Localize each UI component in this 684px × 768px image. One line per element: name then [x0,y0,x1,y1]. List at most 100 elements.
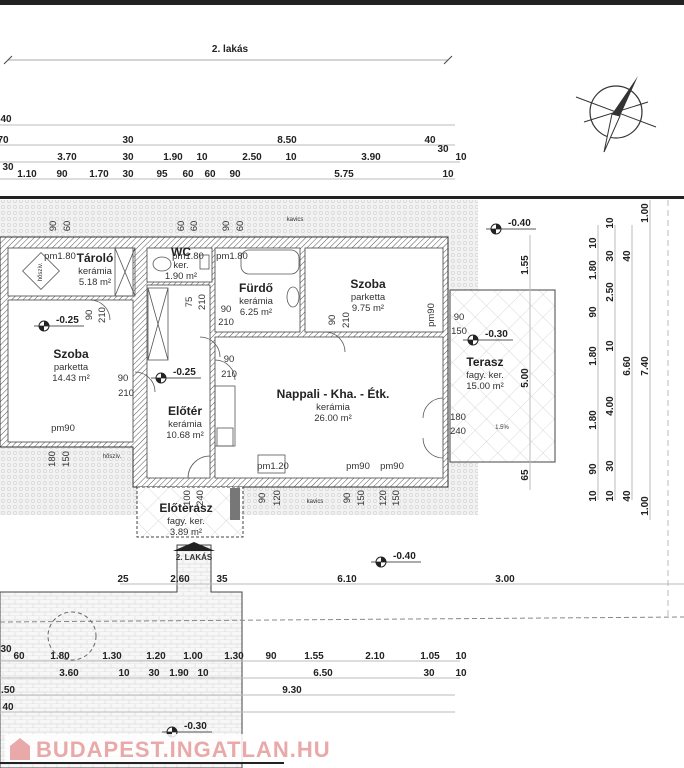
dimension-label: 10 [285,152,297,163]
dimension-label: 1.80 [588,260,599,280]
dimension-label: .50 [1,685,15,696]
dimension-label: 90 [56,169,68,180]
dimension-label: 1.30 [102,651,122,662]
room-name: Nappali - Kha. - Étk. [277,386,390,401]
dimension-label: 2.60 [170,574,190,585]
dimension-label: 40 [0,114,12,125]
dimension-label: 60 [182,169,194,180]
opening-label: 120 [272,490,283,506]
dimension-label: 10 [197,668,209,679]
dimension-label: 3.70 [57,152,77,163]
elevation-marker-icon [151,372,201,384]
room-szoba-right [304,247,444,333]
opening-label: 240 [195,490,206,506]
opening-label: 90 [84,310,95,321]
dimension-label: 30 [122,169,134,180]
opening-label: 210 [221,369,237,380]
dimension-label: 1.10 [17,169,37,180]
dimension-label: 8.50 [277,135,297,146]
dimension-label: 30 [437,144,449,155]
dimension-label: 10 [455,668,467,679]
room-floor: parketta [54,362,89,373]
dimension-label: 9.30 [282,685,302,696]
elevation-label: -0.30 [485,329,508,340]
opening-label: 210 [341,312,352,328]
bottom-dimension-lines [0,583,684,713]
room-name: Előtér [168,404,202,418]
gravel-label: kavics [307,499,324,505]
opening-label: pm90 [346,461,370,472]
entrance-label: 2. LAKÁS [176,553,213,562]
opening-label: 210 [197,294,208,310]
room-floor: kerámia [78,266,113,277]
opening-label: 60 [189,221,200,232]
room-area: 1.90 m² [165,271,197,282]
dimension-label: 1.70 [89,169,109,180]
room-floor: fagy. ker. [167,516,205,527]
dimension-label: 30 [148,668,160,679]
room-name: Tároló [77,251,114,265]
opening-label: 75 [184,297,195,308]
opening-label: 180 [47,451,58,467]
opening-label: 210 [97,307,108,323]
dimension-label: 30 [423,668,435,679]
dimension-label: 40 [424,135,436,146]
dimension-label: 30 [605,460,616,472]
plan-title: 2. lakás [212,44,249,55]
dimension-label: 90 [229,169,241,180]
opening-label: 60 [62,221,73,232]
dimension-label: 3.90 [361,152,381,163]
top-dimension-lines [0,124,460,180]
dimension-label: 10 [442,169,454,180]
dimension-label: 95 [156,169,168,180]
opening-label: 90 [454,312,465,323]
room-area: 6.25 m² [240,307,272,318]
opening-label: 150 [451,326,467,337]
room-area: 26.00 m² [314,413,352,424]
room-eloter [146,284,211,479]
dimension-label: 10 [605,490,616,502]
elevation-label: -0.30 [184,721,207,732]
opening-label: pm90 [426,303,437,327]
room-name: Előterasz [159,501,212,515]
opening-label: 210 [118,388,134,399]
room-area: 15.00 m² [466,381,504,392]
opening-label: 90 [221,221,232,232]
dimension-label: 5.75 [334,169,354,180]
dimension-label: 10 [605,217,616,229]
dimension-label: 1.90 [163,152,183,163]
elevation-label: -0.25 [56,315,79,326]
opening-label: 90 [327,315,338,326]
dimension-label: 5.00 [520,368,531,388]
dimension-label: 10 [455,651,467,662]
dimension-label: 25 [117,574,129,585]
dimension-label: 7.40 [640,356,651,376]
dimension-label: 30 [0,644,12,655]
north-arrow-icon [575,76,657,153]
dimension-label: 1.90 [169,668,189,679]
room-floor: kerámia [239,296,274,307]
terrace [449,289,556,463]
opening-label: pm90 [380,461,404,472]
dimension-label: 60 [13,651,25,662]
dimension-label: 30 [2,162,14,173]
opening-label: 60 [235,221,246,232]
opening-label: 90 [257,493,268,504]
room-name: Szoba [350,277,386,291]
opening-label: 90 [48,221,59,232]
opening-label: 90 [221,304,232,315]
opening-label: pm1.80 [172,251,204,262]
elevation-marker-icon [463,334,513,346]
room-area: 5.18 m² [79,277,111,288]
opening-label: pm1.20 [257,461,289,472]
dimension-label: 1.80 [588,346,599,366]
room-area: 9.75 m² [352,303,384,314]
room-area: 14.43 m² [52,373,90,384]
room-floor: fagy. ker. [466,370,504,381]
dimension-label: 6.50 [313,668,333,679]
dimension-label: 6.10 [337,574,357,585]
dimension-label: 4.00 [605,396,616,416]
dimension-label: 70 [0,135,9,146]
room-name: WC [171,245,191,259]
